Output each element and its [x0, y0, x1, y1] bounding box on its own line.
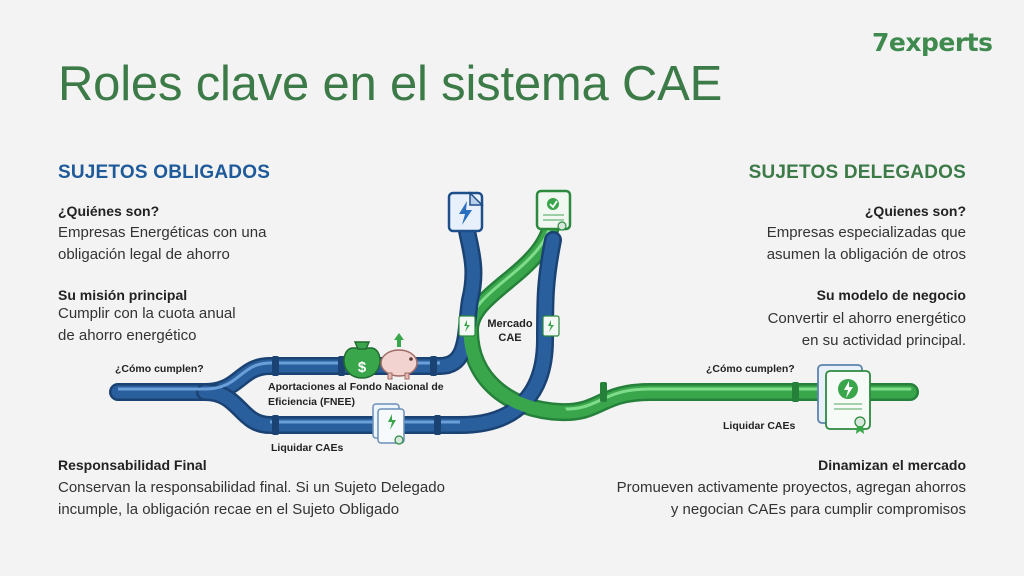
delegados-dyn-text: Promueven activamente proyectos, agregan… — [617, 477, 966, 521]
obligados-who-text: Empresas Energéticas con una obligación … — [58, 222, 266, 266]
small-certificate-icon — [458, 315, 476, 337]
liquidar-label-right: Liquidar CAEs — [723, 420, 796, 432]
market-label-line2: CAE — [498, 332, 521, 344]
green-couplings — [600, 382, 799, 402]
obligados-who-line1: Empresas Energéticas con una — [58, 224, 267, 241]
how-label-left: ¿Cómo cumplen? — [115, 363, 204, 375]
delegados-who-text: Empresas especializadas que asumen la ob… — [767, 222, 966, 266]
lightning-document-icon — [447, 191, 484, 233]
delegados-dyn-title: Dinamizan el mercado — [818, 457, 966, 473]
liquidar-label-left: Liquidar CAEs — [271, 442, 344, 454]
large-certificate-icon — [817, 364, 871, 434]
delegados-dyn-line1: Promueven activamente proyectos, agregan… — [616, 479, 966, 496]
fnee-label-line1: Aportaciones al Fondo Nacional de — [268, 381, 444, 393]
obligados-header: SUJETOS OBLIGADOS — [58, 162, 271, 183]
delegados-dyn-line2: y negocian CAEs para cumplir compromisos — [670, 501, 966, 518]
obligados-mission-text: Cumplir con la cuota anual de ahorro ene… — [58, 303, 236, 347]
money-bag-icon: $ — [343, 341, 381, 379]
small-certificate-icon — [542, 315, 560, 337]
obligados-mission-title: Su misión principal — [58, 287, 188, 303]
obligados-final-line2: incumple, la obligación recae en el Suje… — [58, 501, 400, 518]
certificate-icon — [372, 403, 405, 445]
delegados-model-line1: Convertir el ahorro energético — [767, 310, 966, 327]
green-pipe-front — [463, 323, 567, 419]
page-title: Roles clave en el sistema CAE — [58, 57, 723, 111]
delegados-who-line1: Empresas especializadas que — [766, 224, 966, 241]
delegados-model-title: Su modelo de negocio — [816, 287, 966, 303]
delegados-who-title: ¿Quienes son? — [864, 203, 966, 219]
delegados-who-line2: asumen la obligación de otros — [766, 246, 966, 263]
market-label-line1: Mercado — [487, 318, 533, 330]
fnee-label-line2: Eficiencia (FNEE) — [268, 396, 355, 408]
obligados-final-line1: Conservan la responsabilidad final. Si u… — [58, 479, 445, 496]
obligados-who-line2: obligación legal de ahorro — [58, 246, 230, 263]
delegados-model-line2: en su actividad principal. — [801, 332, 966, 349]
obligados-final-title: Responsabilidad Final — [58, 457, 207, 473]
obligados-mission-line2: de ahorro energético — [58, 327, 197, 344]
obligados-final-text: Conservan la responsabilidad final. Si u… — [58, 477, 445, 521]
piggy-bank-icon — [380, 333, 418, 380]
brand-logo: 7experts — [872, 28, 993, 57]
delegados-header: SUJETOS DELEGADOS — [748, 162, 966, 183]
obligados-who-title: ¿Quiénes son? — [58, 203, 160, 219]
money-symbol: $ — [358, 359, 367, 376]
delegados-model-text: Convertir el ahorro energético en su act… — [768, 308, 966, 352]
certificate-document-icon — [535, 189, 572, 231]
how-label-right: ¿Cómo cumplen? — [706, 363, 795, 375]
obligados-mission-line1: Cumplir con la cuota anual — [58, 305, 236, 322]
pipe-couplings — [272, 356, 441, 435]
